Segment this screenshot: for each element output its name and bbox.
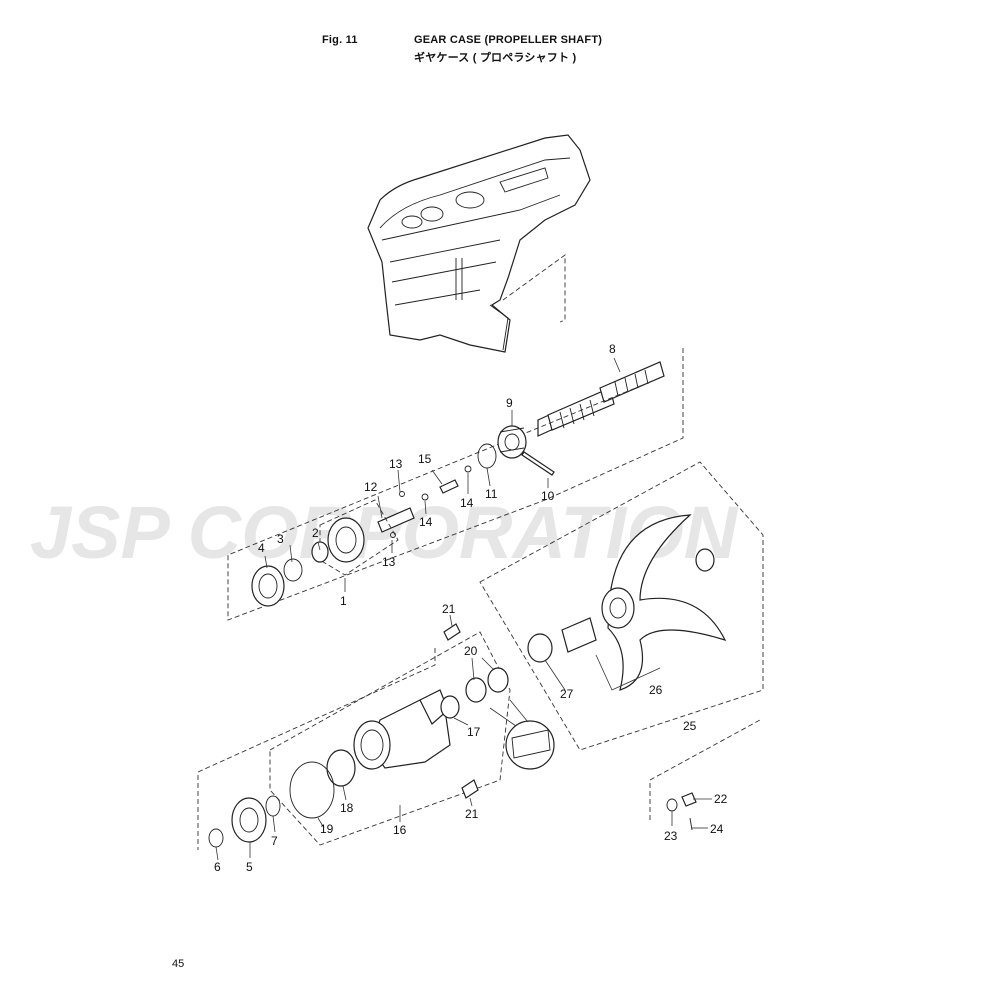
page-number: 45 (172, 958, 185, 970)
callout-27: 27 (560, 687, 574, 701)
propeller-nut (681, 792, 697, 807)
spring (439, 479, 459, 494)
callout-24: 24 (710, 822, 724, 836)
callout-3: 3 (277, 532, 284, 546)
figure-label: Fig. 11 (322, 34, 358, 46)
callout-23: 23 (664, 829, 678, 843)
callout-12: 12 (364, 480, 378, 494)
callout-14-left: 14 (419, 515, 433, 529)
reverse-gear (251, 517, 365, 607)
watermark-logo: JSP CORPORATION (30, 498, 739, 568)
spring-clip (477, 443, 497, 469)
callout-18: 18 (340, 801, 354, 815)
washer-7 (265, 795, 281, 817)
callout-4: 4 (258, 541, 265, 555)
callout-5: 5 (246, 860, 253, 874)
callout-16: 16 (393, 823, 407, 837)
gear-case-housing (367, 134, 591, 353)
callout-17: 17 (467, 725, 481, 739)
callout-2: 2 (312, 526, 319, 540)
bearing-housing (353, 689, 451, 770)
shift-slider (377, 507, 415, 533)
bolt-21-lower (461, 779, 479, 799)
cross-pin (521, 451, 555, 476)
ball-14-lower (421, 493, 429, 501)
callout-9: 9 (506, 396, 513, 410)
thrust-washer-25 (695, 548, 715, 572)
propeller (601, 514, 727, 691)
title-japanese: ギヤケース ( プロペラシャフト ) (414, 52, 577, 64)
callout-6: 6 (214, 860, 221, 874)
ball-14-upper (464, 465, 472, 473)
propeller-shaft (537, 361, 665, 437)
cotter-pin (689, 817, 693, 831)
callout-21-upper: 21 (442, 602, 456, 616)
ring-6 (208, 828, 224, 848)
washer-23 (666, 798, 678, 812)
callout-22: 22 (714, 792, 728, 806)
bearing-carrier-cap (231, 797, 267, 843)
callout-19: 19 (320, 822, 334, 836)
detail-inset (505, 720, 555, 770)
seal-20-b (487, 667, 509, 693)
callout-1: 1 (340, 594, 347, 608)
callout-15: 15 (418, 452, 432, 466)
callout-10: 10 (541, 489, 555, 503)
title-english: GEAR CASE (PROPELLER SHAFT) (414, 34, 603, 46)
o-ring (289, 761, 335, 819)
ball-13-upper (399, 491, 405, 497)
bolt-21-upper (443, 623, 461, 641)
callout-11: 11 (485, 487, 498, 501)
callout-13-upper: 13 (389, 457, 403, 471)
washer-27 (527, 633, 553, 663)
callout-26: 26 (649, 683, 663, 697)
ball-bearing (326, 749, 356, 787)
callout-14-right: 14 (460, 496, 474, 510)
watermark-text: JSP CORPORATION (30, 498, 739, 568)
callout-21-lower: 21 (465, 807, 479, 821)
callout-8: 8 (609, 342, 616, 356)
callout-7: 7 (271, 834, 278, 848)
callout-20: 20 (464, 644, 478, 658)
clutch-part (497, 425, 527, 459)
callout-13-lower: 13 (382, 555, 396, 569)
seal-20-a (465, 677, 487, 703)
spacer (561, 617, 597, 653)
needle-bearing (440, 695, 460, 719)
callout-25: 25 (683, 719, 697, 733)
